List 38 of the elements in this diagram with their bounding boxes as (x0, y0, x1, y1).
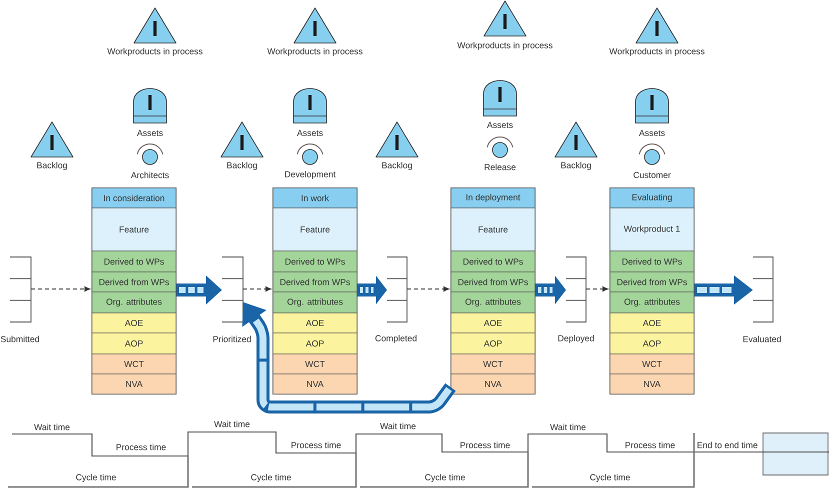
bracket-label: Submitted (0, 336, 40, 342)
time-label: Cycle time (76, 474, 116, 482)
icon-label: Backlog (227, 162, 257, 170)
icon-label: Workproducts in process (609, 48, 704, 56)
time-label: Wait time (34, 424, 70, 430)
dashed-arrow (586, 286, 608, 292)
icon-label: Architects (130, 172, 169, 178)
time-label: Wait time (214, 420, 250, 428)
dashed-arrow (30, 286, 90, 292)
icon-label: Workproducts in process (267, 48, 362, 56)
icon-label: Assets (638, 130, 665, 136)
time-label: Process time (626, 442, 675, 448)
icon-label: Customer (634, 172, 671, 178)
time-label: Process time (460, 442, 510, 448)
icon-label: Backlog (561, 162, 591, 170)
dashed-arrow (242, 286, 272, 292)
bracket-label: Evaluated (743, 336, 781, 342)
time-label: Wait time (380, 422, 416, 430)
time-label: Process time (116, 444, 166, 450)
icon-label: Backlog (382, 162, 412, 170)
icon-label: Backlog (37, 162, 67, 170)
time-label: Cycle time (425, 474, 465, 482)
time-label: Cycle time (590, 474, 630, 482)
time-label: Cycle time (251, 474, 291, 482)
icon-label: Release (484, 164, 516, 170)
icon-label: Workproducts in process (457, 42, 552, 50)
bracket-label: Deployed (558, 334, 594, 344)
time-label: Wait time (550, 424, 586, 430)
bracket-label: Prioritized (213, 336, 251, 342)
dashed-arrow (406, 286, 450, 292)
icon-label: Assets (486, 122, 513, 128)
icon-label: Workproducts in process (107, 48, 202, 56)
icon-label: Development (285, 170, 336, 180)
time-label: End to end time (698, 442, 758, 448)
bracket-label: Completed (375, 334, 416, 344)
icon-label: Assets (136, 130, 163, 136)
time-label: Process time (292, 442, 341, 448)
icon-label: Assets (296, 130, 323, 136)
